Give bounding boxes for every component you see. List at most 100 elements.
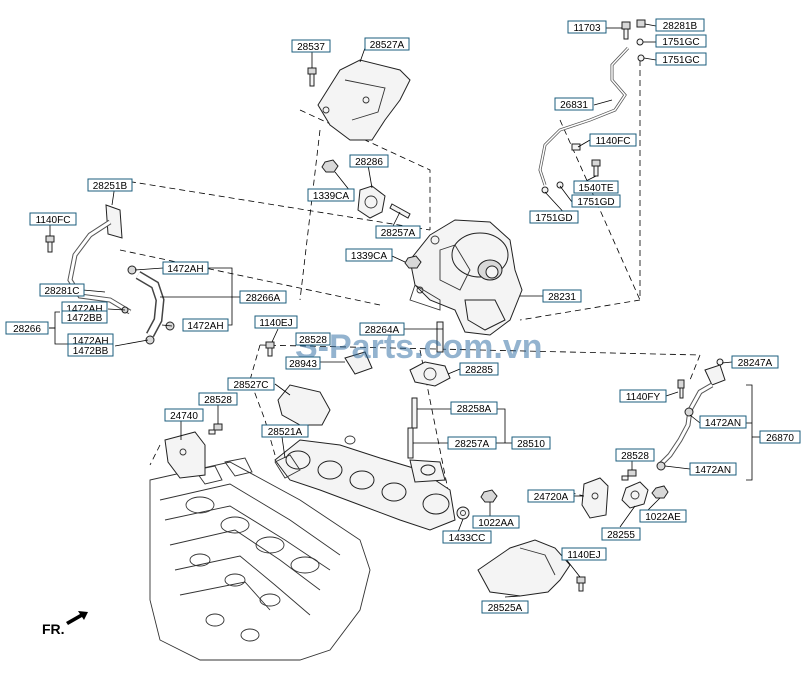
part-label-28527c: 28527C bbox=[227, 377, 275, 391]
part-label-text: 1140EJ bbox=[259, 318, 292, 329]
part-label-box bbox=[29, 212, 77, 226]
part-label-1751gc-b: 1751GC bbox=[655, 52, 707, 66]
part-label-1472bb-a: 1472BB bbox=[61, 310, 108, 324]
part-label-text: 1472AN bbox=[695, 465, 731, 476]
part-label-28258a: 28258A bbox=[450, 401, 498, 415]
part-label-28255: 28255 bbox=[601, 527, 641, 541]
part-label-text: 1751GC bbox=[662, 55, 699, 66]
part-label-text: 1140FC bbox=[596, 136, 631, 147]
part-label-text: 28943 bbox=[289, 359, 317, 370]
part-label-28528-a: 28528 bbox=[295, 332, 331, 346]
gasket-28286 bbox=[357, 185, 386, 219]
part-label-28525a: 28525A bbox=[481, 600, 529, 614]
nut-1022ae bbox=[651, 485, 669, 499]
part-label-28231: 28231 bbox=[542, 289, 582, 303]
part-label-1022ae: 1022AE bbox=[639, 509, 687, 523]
part-label-text: 28281C bbox=[44, 286, 79, 297]
part-label-box bbox=[571, 194, 621, 208]
part-label-1140fc-r: 1140FC bbox=[589, 133, 637, 147]
front-arrow-icon bbox=[66, 611, 88, 625]
part-label-1140fc-l: 1140FC bbox=[29, 212, 77, 226]
bolt-1140ej-lower bbox=[576, 576, 586, 592]
part-label-text: 28258A bbox=[457, 404, 492, 415]
part-label-box bbox=[87, 178, 133, 192]
gasket-28285 bbox=[409, 361, 451, 387]
part-label-box bbox=[239, 290, 287, 304]
part-label-28257a-b: 28257A bbox=[447, 436, 497, 450]
part-label-box bbox=[699, 415, 747, 429]
part-label-text: 28257A bbox=[455, 439, 490, 450]
part-label-text: 28285 bbox=[465, 365, 493, 376]
part-label-28257a-a: 28257A bbox=[375, 225, 421, 239]
part-label-text: 28231 bbox=[548, 292, 576, 303]
part-label-box bbox=[39, 283, 85, 297]
bolt-28528-left bbox=[208, 423, 223, 435]
part-label-28266a: 28266A bbox=[239, 290, 287, 304]
part-label-box bbox=[601, 527, 641, 541]
part-label-text: 28264A bbox=[365, 325, 400, 336]
part-label-28537: 28537 bbox=[291, 39, 331, 53]
front-label: FR. bbox=[42, 621, 65, 637]
part-label-box bbox=[198, 392, 238, 406]
part-label-1751gd-a: 1751GD bbox=[571, 194, 621, 208]
part-label-box bbox=[481, 600, 529, 614]
part-label-text: 1472AN bbox=[705, 418, 741, 429]
stud-28258a bbox=[411, 397, 418, 429]
part-label-text: 1751GD bbox=[577, 197, 614, 208]
part-label-text: 1472AH bbox=[187, 321, 223, 332]
part-label-box bbox=[589, 133, 637, 147]
part-label-text: 1472BB bbox=[67, 313, 103, 324]
exhaust-manifold-28510 bbox=[274, 435, 456, 531]
part-label-28510: 28510 bbox=[511, 436, 551, 450]
part-label-text: 28286 bbox=[355, 157, 383, 168]
part-label-box bbox=[345, 248, 393, 262]
part-label-box bbox=[295, 332, 331, 346]
part-label-text: 28525A bbox=[488, 603, 523, 614]
part-label-text: 1022AE bbox=[645, 512, 681, 523]
part-number-labels: 11703 28281B 1751GC 1751GC 28537 28527A 26831 1… bbox=[5, 18, 801, 614]
front-direction-indicator: FR. bbox=[42, 611, 88, 637]
part-label-text: 28247A bbox=[738, 358, 773, 369]
heat-shield-upper bbox=[317, 59, 411, 141]
part-label-1140ej-a: 1140EJ bbox=[254, 315, 298, 329]
part-label-text: 24740 bbox=[170, 411, 198, 422]
part-label-28943: 28943 bbox=[285, 356, 321, 370]
part-label-box bbox=[731, 355, 779, 369]
part-label-text: 28528 bbox=[299, 335, 327, 346]
part-label-box bbox=[619, 389, 667, 403]
part-label-text: 28281B bbox=[663, 21, 698, 32]
part-label-box bbox=[655, 34, 707, 48]
part-label-28266: 28266 bbox=[5, 321, 49, 335]
bolt-28528-right bbox=[621, 469, 637, 481]
part-label-box bbox=[364, 37, 410, 51]
heat-shield-28527c bbox=[277, 384, 331, 426]
part-label-box bbox=[359, 322, 405, 336]
part-label-box bbox=[472, 515, 520, 529]
part-label-28528-c: 28528 bbox=[615, 448, 655, 462]
oil-return-pipe-right bbox=[656, 358, 726, 471]
part-label-text: 1433CC bbox=[449, 533, 486, 544]
part-label-text: 1751GD bbox=[535, 213, 572, 224]
nut-1022aa bbox=[480, 489, 498, 503]
leader-lines bbox=[49, 23, 760, 598]
part-label-text: 1140FY bbox=[626, 392, 661, 403]
part-label-28285: 28285 bbox=[459, 362, 499, 376]
part-label-1751gd-b: 1751GD bbox=[529, 210, 579, 224]
part-label-text: 1751GC bbox=[662, 37, 699, 48]
part-label-text: 11703 bbox=[573, 23, 601, 34]
part-label-text: 1472AH bbox=[167, 264, 203, 275]
part-label-text: 1339CA bbox=[313, 191, 349, 202]
part-label-text: 1140EJ bbox=[567, 550, 600, 561]
part-label-box bbox=[542, 289, 582, 303]
turbocharger-drawing bbox=[409, 219, 523, 336]
part-label-text: 26831 bbox=[560, 100, 588, 111]
part-label-box bbox=[459, 362, 499, 376]
part-label-26831: 26831 bbox=[554, 97, 594, 111]
part-label-text: 1540TE bbox=[578, 183, 613, 194]
part-label-text: 28527A bbox=[370, 40, 405, 51]
part-label-box bbox=[529, 210, 579, 224]
part-label-11703: 11703 bbox=[567, 20, 607, 34]
part-label-text: 1339CA bbox=[351, 251, 387, 262]
part-label-24720a: 24720A bbox=[527, 489, 575, 503]
